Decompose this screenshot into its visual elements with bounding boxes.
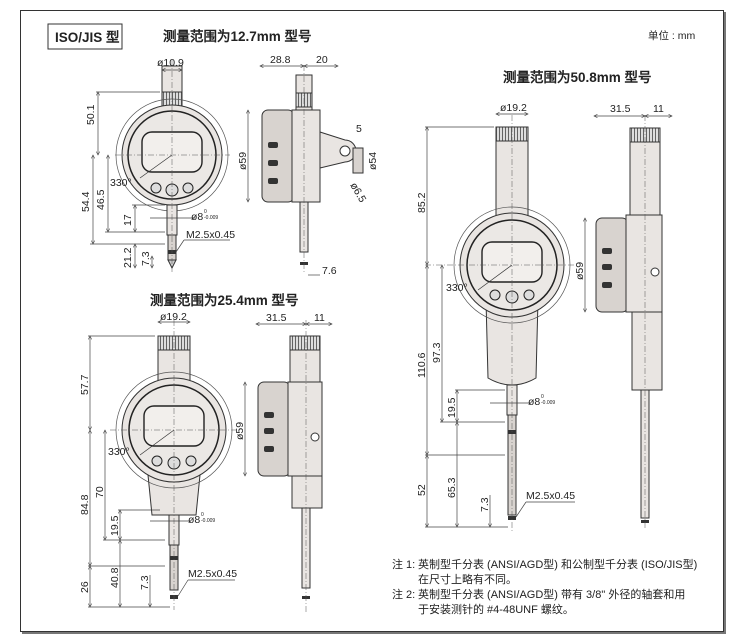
tol-lower: -0.009	[204, 215, 218, 221]
dim-probe-total-25: 40.8	[109, 567, 121, 588]
tol-upper-25: 0	[201, 512, 204, 518]
dim-thread-50: M2.5x0.45	[526, 490, 575, 502]
dim-probe-length: 21.2	[122, 247, 134, 268]
front-view-25-4: ø19.2 57.7 84.8 70 19.5 26 40.8 7.3 ø8 0…	[79, 311, 240, 610]
dim-height-total-25: 84.8	[79, 494, 91, 515]
dim-stem-length: 17	[122, 214, 134, 226]
dim-height-stem: 46.5	[95, 189, 107, 210]
side-view-12-7: 28.8 20 ø59 5 ø6.5 ø54 7.6	[237, 54, 379, 277]
button-right	[182, 182, 194, 194]
dim-height-top-50: 85.2	[416, 192, 428, 213]
view-25-4mm: 测量范围为25.4mm 型号 ø19.2 57.7 84.8 70	[79, 292, 332, 612]
tol-lower-50: -0.009	[541, 400, 555, 406]
dim-height-total-50: 110.6	[416, 352, 428, 378]
dim-height-total: 54.4	[80, 191, 92, 212]
front-view-12-7: ø10.9 50.1 54.4 46.5 17 21.2 7.3 ø8 0 -0…	[80, 57, 235, 272]
tol-upper-50: 0	[541, 394, 544, 400]
button-left	[150, 182, 162, 194]
dim-lug-hole: ø6.5	[347, 181, 368, 205]
tol-lower-25: -0.009	[201, 518, 215, 524]
notes: 注 1: 英制型千分表 (ANSI/AGD型) 和公制型千分表 (ISO/JIS…	[392, 557, 697, 616]
standard-badge: ISO/JIS 型	[55, 29, 120, 45]
view-12-7mm: 测量范围为12.7mm 型号 ø10.9 50.1	[80, 28, 379, 277]
unit-label: 单位 : mm	[648, 29, 695, 42]
side-view-25-4: 31.5 11 ø59	[234, 312, 332, 612]
note-2-line2: 于安装测针的 #4-48UNF 螺纹。	[418, 602, 574, 616]
dim-contact-25: 7.3	[139, 575, 151, 590]
dim-dial-dia-25: ø59	[234, 422, 246, 440]
dim-height-stem-50: 97.3	[431, 342, 443, 363]
drawing-frame	[20, 10, 724, 632]
dial-side	[261, 109, 295, 203]
dim-probe-total-50: 65.3	[446, 477, 458, 498]
dim-depth-back: 28.8	[270, 54, 291, 66]
dim-depth-back-50: 31.5	[610, 103, 631, 115]
dim-probe-length-25: 26	[79, 581, 91, 593]
note-2-line1: 英制型千分表 (ANSI/AGD型) 带有 3/8" 外径的轴套和用	[418, 587, 685, 601]
dim-height-top-25: 57.7	[79, 374, 91, 395]
note-1-line1: 英制型千分表 (ANSI/AGD型) 和公制型千分表 (ISO/JIS型)	[418, 557, 697, 571]
dim-spindle-offset: 7.6	[322, 265, 337, 277]
dim-stem-dia-25: ø19.2	[160, 311, 187, 323]
dim-thread: M2.5x0.45	[186, 229, 235, 241]
standard-badge-box	[47, 23, 123, 50]
dim-rotation-50: 330°	[446, 282, 468, 294]
dim-rotation: 330°	[110, 177, 132, 189]
tol-upper: 0	[204, 209, 207, 215]
dim-contact-length: 7.3	[140, 251, 152, 266]
dim-spindle-dia-50: ø8	[528, 396, 540, 408]
dim-stem-dia: ø10.9	[157, 57, 184, 69]
dim-depth-front-25: 11	[314, 312, 325, 324]
dim-rotation-25: 330°	[108, 446, 130, 458]
dim-depth-front: 20	[316, 54, 328, 66]
dim-dial-dia: ø59	[237, 152, 249, 170]
side-view-50-8: 31.5 11 ø59	[574, 103, 672, 530]
dim-contact-50: 7.3	[479, 497, 491, 512]
view-title-12-7: 测量范围为12.7mm 型号	[163, 28, 312, 44]
dim-spindle-dia: ø8	[191, 211, 203, 223]
dim-lug-width: 5	[356, 123, 362, 135]
dim-spindle-dia-25: ø8	[188, 514, 200, 526]
dim-stem-length-50: 19.5	[446, 397, 458, 418]
dim-dial-dia-50: ø59	[574, 262, 586, 280]
view-title-25-4: 测量范围为25.4mm 型号	[150, 292, 299, 308]
dim-height-stem-25: 70	[94, 486, 106, 498]
dim-stem-dia-50: ø19.2	[500, 102, 527, 114]
dim-depth-front-50: 11	[653, 103, 664, 115]
dim-depth-back-25: 31.5	[266, 312, 287, 324]
front-view-50-8: ø19.2 85.2 110.6 97.3 19.5 52 65.3 7.3 ø…	[416, 102, 580, 532]
note-1-label: 注 1:	[392, 557, 415, 571]
dim-probe-length-50: 52	[416, 484, 428, 496]
mounting-lug	[319, 131, 357, 169]
note-1-line2: 在尺寸上略有不同。	[418, 572, 517, 586]
dim-stem-length-25: 19.5	[109, 515, 121, 536]
note-2-label: 注 2:	[392, 587, 415, 601]
view-50-8mm: 测量范围为50.8mm 型号 ø19.2 85.2 110.6 97.3	[416, 69, 672, 532]
dim-height-top: 50.1	[85, 104, 97, 125]
dim-thread-25: M2.5x0.45	[188, 568, 237, 580]
dim-lug-outer: ø54	[367, 152, 379, 170]
view-title-50-8: 测量范围为50.8mm 型号	[503, 69, 652, 85]
